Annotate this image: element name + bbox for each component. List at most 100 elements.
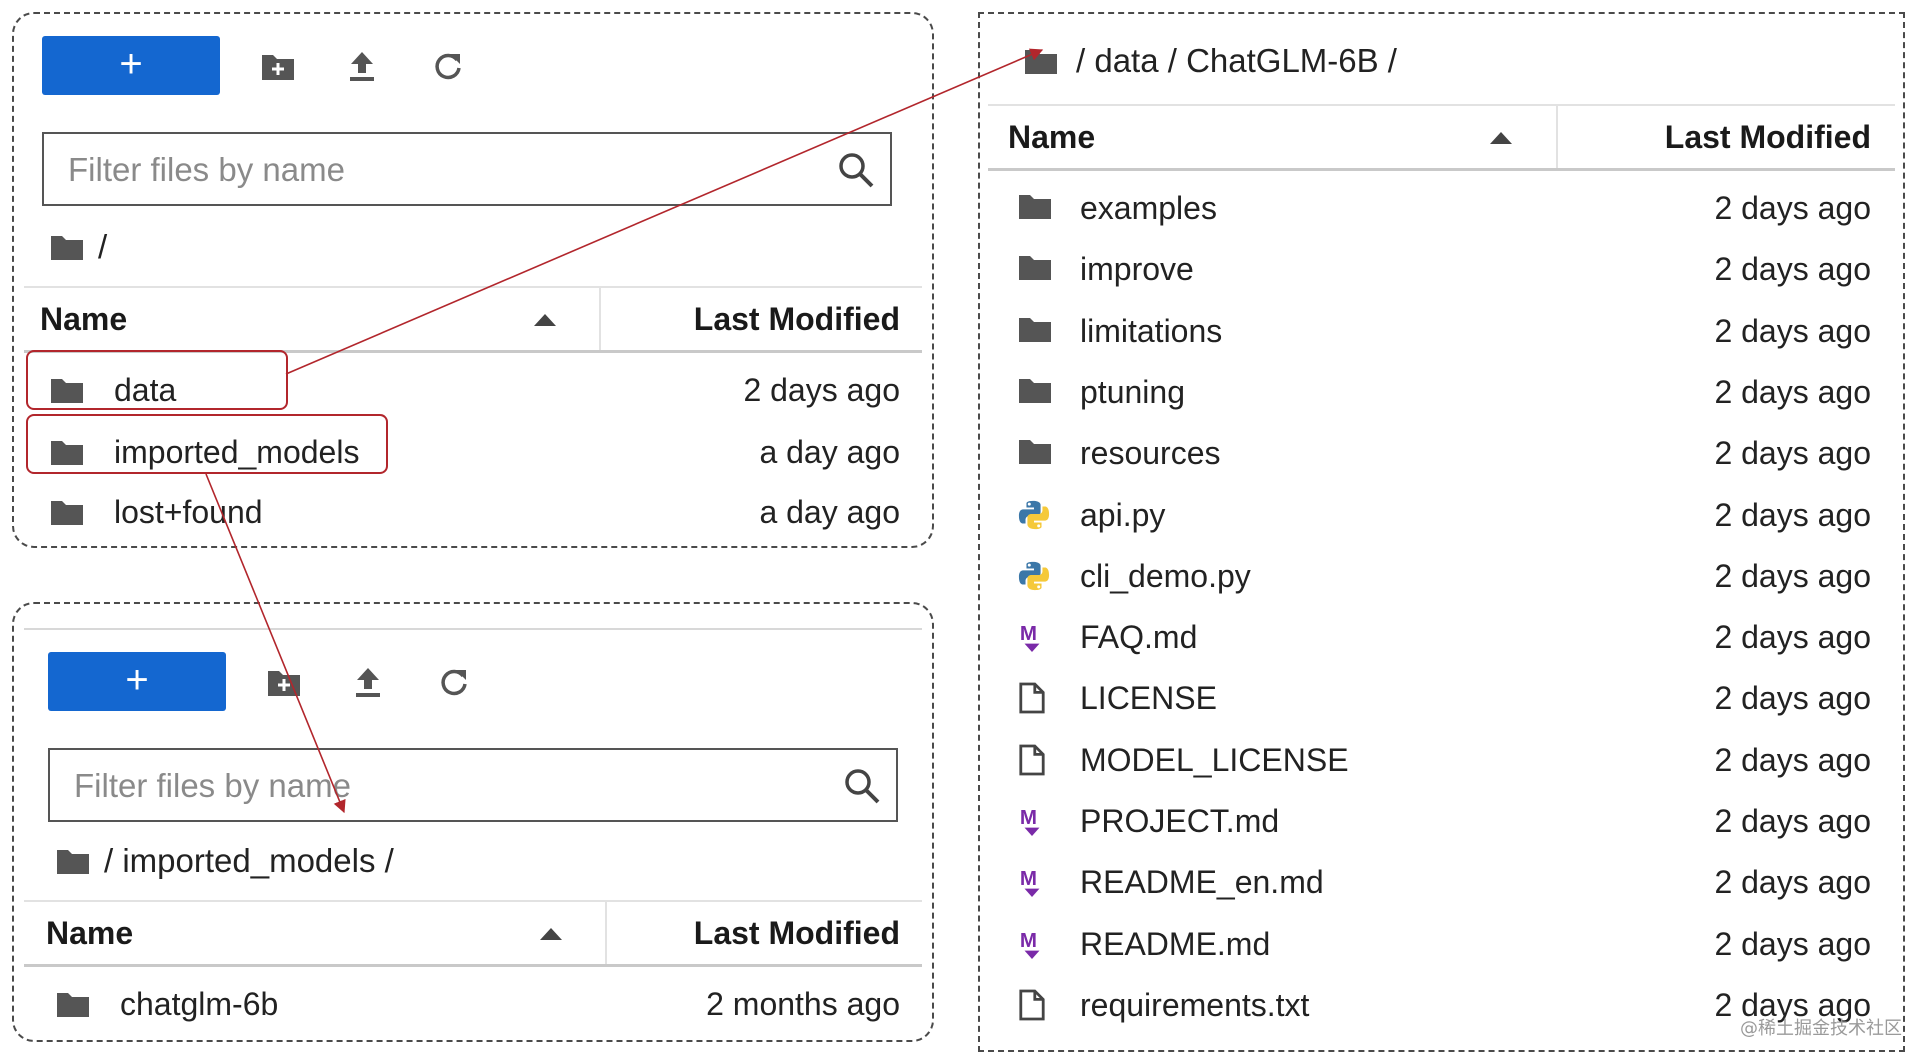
file-name: UPDATE.md — [1080, 1048, 1261, 1050]
folder-icon[interactable] — [1024, 47, 1058, 75]
file-modified: a day ago — [759, 494, 900, 530]
list-item[interactable]: imported_models a day ago — [24, 422, 922, 482]
list-item[interactable]: requirements.txt 2 days ago — [988, 975, 1895, 1035]
file-name: chatglm-6b — [120, 986, 279, 1022]
list-item[interactable]: data 2 days ago — [24, 360, 922, 420]
divider — [24, 628, 922, 630]
file-name: LICENSE — [1080, 680, 1217, 717]
svg-text:M: M — [1020, 928, 1037, 951]
list-item[interactable]: resources 2 days ago — [988, 423, 1895, 483]
svg-text:M: M — [1020, 867, 1037, 890]
file-modified: a day ago — [759, 434, 900, 470]
new-launcher-button[interactable]: + — [42, 36, 220, 95]
breadcrumb-path[interactable]: / imported_models / — [104, 842, 394, 879]
refresh-icon[interactable] — [426, 44, 470, 88]
markdown-icon: M — [1018, 805, 1052, 837]
file-modified: 2 days ago — [1714, 741, 1871, 778]
file-icon — [1018, 989, 1052, 1021]
folder-icon — [51, 441, 83, 465]
file-name: MODEL_LICENSE — [1080, 741, 1349, 778]
file-name: FAQ.md — [1080, 619, 1198, 656]
listing-header: Name Last Modified — [24, 900, 922, 967]
file-name: resources — [1080, 435, 1221, 472]
list-item[interactable]: ptuning 2 days ago — [988, 362, 1895, 422]
name-column-header[interactable]: Name — [46, 915, 134, 951]
column-divider[interactable] — [599, 288, 601, 350]
list-item[interactable]: cli_demo.py 2 days ago — [988, 546, 1895, 606]
file-name: README_en.md — [1080, 864, 1324, 901]
breadcrumb: / data / ChatGLM-6B / — [1024, 42, 1397, 80]
upload-icon[interactable] — [346, 660, 390, 704]
imported-models-file-browser: + / imported_models / Name Last Modified… — [12, 602, 934, 1042]
file-name: README.md — [1080, 925, 1271, 962]
folder-icon — [57, 993, 89, 1017]
filter-box — [42, 132, 892, 206]
new-folder-icon[interactable] — [256, 44, 300, 88]
last-modified-column-header[interactable]: Last Modified — [1664, 119, 1871, 155]
svg-text:M: M — [1020, 806, 1037, 829]
folder-icon — [1018, 437, 1052, 469]
root-file-browser: + / Name Last Modified data 2 days ago i… — [12, 12, 934, 548]
new-folder-icon[interactable] — [262, 660, 306, 704]
highlight-data-folder — [26, 350, 288, 410]
file-name: cli_demo.py — [1080, 557, 1251, 594]
file-modified: 2 days ago — [1714, 496, 1871, 533]
column-divider[interactable] — [1556, 106, 1558, 168]
file-icon — [1018, 744, 1052, 776]
list-item[interactable]: M README.md 2 days ago — [988, 914, 1895, 974]
file-name: limitations — [1080, 312, 1223, 349]
file-modified: 2 days ago — [1714, 680, 1871, 717]
filter-input[interactable] — [72, 750, 816, 822]
file-modified: 2 days ago — [743, 372, 900, 408]
file-modified: 2 days ago — [1714, 925, 1871, 962]
markdown-icon: M — [1018, 928, 1052, 960]
new-launcher-button[interactable]: + — [48, 652, 226, 711]
file-modified: 2 days ago — [1714, 435, 1871, 472]
markdown-icon: M — [1018, 621, 1052, 653]
breadcrumb-path[interactable]: / data / ChatGLM-6B / — [1076, 42, 1397, 79]
name-column-header[interactable]: Name — [1008, 119, 1096, 155]
breadcrumb-path[interactable]: / — [98, 228, 108, 265]
refresh-icon[interactable] — [432, 660, 476, 704]
folder-icon[interactable] — [56, 847, 90, 875]
file-name: ptuning — [1080, 373, 1185, 410]
breadcrumb: / — [50, 228, 107, 266]
list-item[interactable]: limitations 2 days ago — [988, 301, 1895, 361]
list-item[interactable]: lost+found a day ago — [24, 482, 922, 542]
name-column-header[interactable]: Name — [40, 301, 128, 337]
folder-icon[interactable] — [50, 233, 84, 261]
list-item[interactable]: chatglm-6b 2 months ago — [24, 974, 922, 1034]
file-modified: 2 days ago — [1714, 373, 1871, 410]
list-item[interactable]: MODEL_LICENSE 2 days ago — [988, 730, 1895, 790]
last-modified-column-header[interactable]: Last Modified — [693, 915, 900, 951]
file-modified: 2 days ago — [1714, 557, 1871, 594]
file-name: requirements.txt — [1080, 986, 1310, 1023]
last-modified-column-header[interactable]: Last Modified — [693, 301, 900, 337]
column-divider[interactable] — [605, 902, 607, 964]
file-modified: 2 days ago — [1714, 986, 1871, 1023]
sort-ascending-icon[interactable] — [1490, 132, 1512, 144]
search-icon[interactable] — [836, 150, 876, 190]
list-item[interactable]: LICENSE 2 days ago — [988, 668, 1895, 728]
file-name: imported_models — [114, 434, 360, 470]
file-name: improve — [1080, 251, 1194, 288]
breadcrumb: / imported_models / — [56, 842, 394, 880]
folder-icon — [51, 501, 83, 525]
file-modified: 2 days ago — [1714, 312, 1871, 349]
folder-icon — [1018, 376, 1052, 408]
sort-ascending-icon[interactable] — [540, 928, 562, 940]
folder-icon — [1018, 315, 1052, 347]
sort-ascending-icon[interactable] — [534, 314, 556, 326]
filter-input[interactable] — [66, 134, 810, 206]
file-name: lost+found — [114, 494, 263, 530]
search-icon[interactable] — [842, 766, 882, 806]
upload-icon[interactable] — [340, 44, 384, 88]
python-icon — [1018, 499, 1052, 531]
file-modified: 2 days ago — [1714, 1048, 1871, 1050]
